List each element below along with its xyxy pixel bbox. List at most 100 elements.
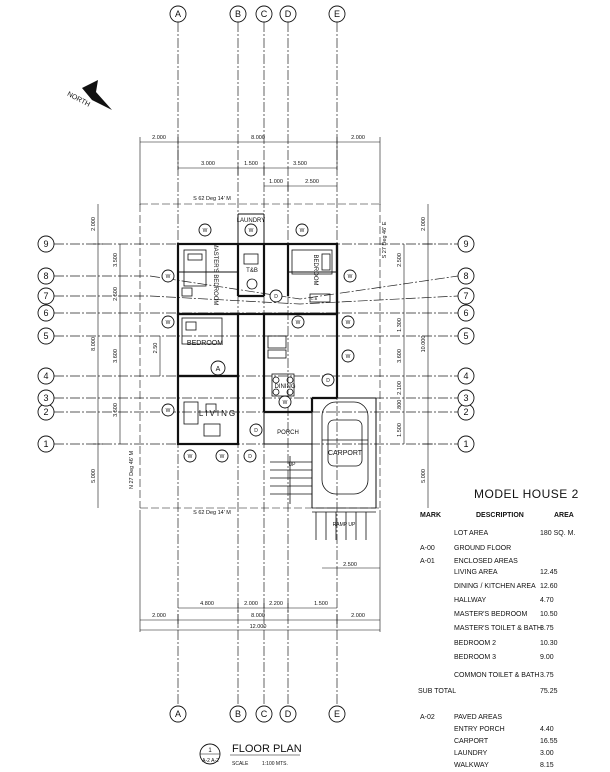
- grid-row-label: 7: [43, 291, 48, 301]
- grid-row-label: 2: [463, 407, 468, 417]
- schedule-cell-area: 16.55: [540, 738, 558, 745]
- grid-row-label: 3: [463, 393, 468, 403]
- schedule-header-description: DESCRIPTION: [476, 512, 524, 519]
- schedule-cell-desc: LAUNDRY: [454, 750, 488, 757]
- schedule-cell-area: 3.75: [540, 625, 554, 632]
- schedule-cell-area: 12.60: [540, 583, 558, 590]
- room-label-tb: T&B: [246, 268, 258, 274]
- room-label-bedroom-a: BEDROOM: [187, 340, 223, 347]
- window-tags: W W W W W W W W W W W W W D D D D A: [161, 223, 357, 463]
- schedule-cell-desc: BEDROOM 2: [454, 640, 497, 647]
- dimensions-bottom: 4.800 2.000 2.200 1.500 2.000 8.000 2.00…: [139, 510, 381, 632]
- title-scale-value: 1:100 MTS.: [262, 761, 288, 767]
- bearing-bottom: S 62 Deg 14' M: [193, 510, 231, 516]
- carport-area: [311, 397, 377, 508]
- schedule-cell-area: 12.45: [540, 569, 558, 576]
- dim-label: 1.000: [269, 179, 283, 185]
- grid-col-label: D: [285, 9, 292, 19]
- label-cabinet: C.B: [311, 296, 318, 301]
- room-label-masters: MASTER'S BEDROOM: [212, 243, 218, 306]
- grid-row-label: 6: [43, 308, 48, 318]
- schedule-cell-desc: ENTRY PORCH: [454, 726, 505, 733]
- grid-row-label: 1: [463, 439, 468, 449]
- schedule-title: MODEL HOUSE 2: [474, 487, 579, 501]
- window-tag: W: [348, 274, 353, 280]
- schedule-cell-desc: CARPORT: [454, 738, 489, 745]
- room-label-dining: DINING: [275, 384, 296, 390]
- window-tag: W: [300, 228, 305, 234]
- dimensions-left: 2.000 8.000 5.000 3.500 2.500 3.600 2.50…: [91, 204, 161, 508]
- room-label-living: LIVING: [199, 409, 237, 418]
- schedule-cell-area: 3.75: [540, 672, 554, 679]
- label-ramp: RAMP UP: [333, 522, 356, 528]
- dim-label: 2.100: [397, 381, 403, 395]
- dim-label: 2.500: [305, 179, 319, 185]
- schedule-cell-area: 4.70: [540, 597, 554, 604]
- schedule-row: ENTRY PORCH 4.40: [414, 726, 604, 736]
- schedule-cell-desc: HALLWAY: [454, 597, 487, 604]
- grid-row-label: 5: [43, 331, 48, 341]
- door-tag: D: [248, 454, 252, 460]
- grid-row-label: 4: [43, 371, 48, 381]
- dim-label: 2.000: [152, 135, 166, 141]
- grid-row-label: 5: [463, 331, 468, 341]
- dim-label: 2.000: [351, 613, 365, 619]
- grid-bubbles-rows: [37, 235, 475, 453]
- section-tag-a: A: [216, 366, 221, 373]
- bearing-top: S 62 Deg 14' M: [193, 196, 231, 202]
- schedule-cell-desc: WALKWAY: [454, 762, 489, 769]
- grid-bubble-labels: A B C D E A B C D E 1 2 3 4 5 6 7 8 9 1 …: [43, 9, 468, 719]
- dim-label: 2.000: [421, 217, 427, 231]
- schedule-cell-area: 4.40: [540, 726, 554, 733]
- title-ref-a: A-2: [202, 758, 210, 764]
- dim-label: 3.600: [397, 349, 403, 363]
- title-block: 1 A-2 A-2 FLOOR PLAN SCALE 1:100 MTS.: [199, 743, 302, 767]
- grid-row-label: 4: [463, 371, 468, 381]
- schedule-cell-area: 8.15: [540, 762, 554, 769]
- window-tag: W: [166, 274, 171, 280]
- window-tag: W: [166, 408, 171, 414]
- schedule-cell-desc: PAVED AREAS: [454, 714, 502, 721]
- dim-label: 3.500: [113, 403, 119, 417]
- schedule-header: MARK DESCRIPTION AREA: [414, 512, 604, 522]
- dim-label: 5.000: [91, 469, 97, 483]
- schedule-cell-desc: SUB TOTAL: [418, 688, 457, 695]
- grid-col-label: E: [334, 709, 340, 719]
- grid-col-label: C: [261, 9, 268, 19]
- schedule-header-area: AREA: [554, 512, 574, 519]
- window-tag: W: [346, 320, 351, 326]
- grid-row-label: 2: [43, 407, 48, 417]
- dimensions-right: 2.000 10.000 5.000 2.500 1.300 3.600 2.1…: [382, 204, 433, 508]
- room-label-carport: CARPORT: [328, 450, 363, 457]
- dim-label: .800: [397, 400, 403, 411]
- dim-label: 3.500: [113, 253, 119, 267]
- entry-steps: [270, 456, 376, 540]
- dim-label: 12.000: [250, 624, 267, 630]
- schedule-cell-desc: ENCLOSED AREAS: [454, 558, 518, 565]
- door-tag: D: [274, 294, 278, 300]
- grid-row-label: 9: [43, 239, 48, 249]
- grid-col-label: C: [261, 709, 268, 719]
- north-arrow-icon: NORTH: [66, 80, 112, 110]
- dim-label: 5.000: [421, 469, 427, 483]
- window-tag: W: [188, 454, 193, 460]
- window-tag: W: [249, 228, 254, 234]
- schedule-row: HALLWAY 4.70: [414, 597, 604, 607]
- dim-label: 3.600: [113, 349, 119, 363]
- grid-col-label: B: [235, 709, 241, 719]
- schedule-cell-area: 180 SQ. M.: [540, 530, 576, 537]
- grid-row-label: 3: [43, 393, 48, 403]
- dim-label: 3.000: [201, 161, 215, 167]
- title-floor-plan: FLOOR PLAN: [232, 743, 302, 755]
- room-label-laundry: LAUNDRY: [237, 218, 266, 224]
- schedule-cell-desc: LOT AREA: [454, 530, 489, 537]
- door-tag: D: [254, 428, 258, 434]
- dim-label: 2.200: [269, 601, 283, 607]
- window-tag: W: [203, 228, 208, 234]
- dim-label: 1.500: [314, 601, 328, 607]
